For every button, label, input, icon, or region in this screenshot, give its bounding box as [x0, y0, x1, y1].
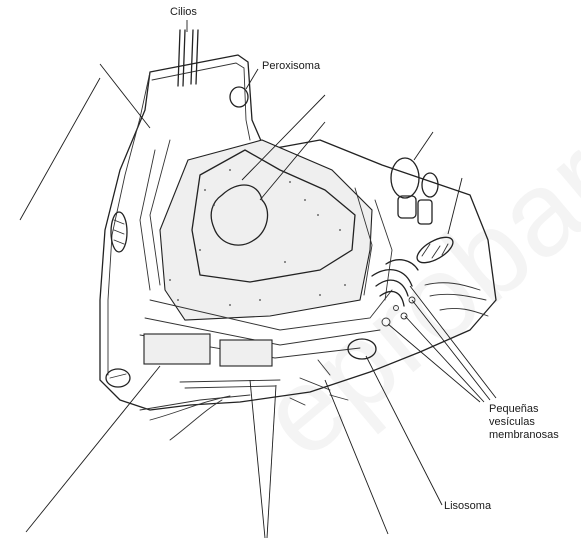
mitochondrion-bottom-left — [106, 369, 130, 387]
leader-bottom-left — [26, 366, 160, 532]
mitochondrion-right — [413, 232, 457, 268]
label-pequenas-line1: Pequeñas — [489, 403, 559, 416]
er-block — [144, 334, 210, 364]
label-pequenas-line3: membranosas — [489, 429, 559, 442]
label-pequenas-line2: vesículas — [489, 416, 559, 429]
leader-centriole — [414, 132, 433, 160]
er-block — [220, 340, 272, 366]
leader-vesicles-2 — [405, 316, 484, 402]
leader-filament-2 — [267, 385, 276, 538]
leader-vesicles-4 — [410, 286, 496, 398]
leader-filament-1 — [250, 380, 265, 538]
leader-ribosome — [325, 380, 388, 534]
label-lisosoma: Lisosoma — [444, 500, 491, 513]
leader-cell-membrane — [100, 64, 150, 128]
label-pequenas-vesiculas: Pequeñas vesículas membranosas — [489, 403, 559, 442]
mitochondrion-left — [111, 212, 127, 252]
centrioles — [391, 158, 438, 224]
label-cilios: Cilios — [170, 6, 197, 19]
label-peroxisoma: Peroxisoma — [262, 60, 320, 73]
leader-lisosoma — [366, 356, 442, 505]
leader-left-er — [20, 78, 100, 220]
microfilaments — [140, 360, 348, 440]
leader-peroxisoma — [246, 69, 258, 89]
leader-vesicles-1 — [388, 324, 480, 402]
cell-membrane-inner — [152, 63, 250, 140]
leader-mitochondrion — [448, 178, 462, 234]
golgi-apparatus — [372, 260, 418, 306]
cilia — [178, 30, 198, 86]
smooth-er — [425, 283, 488, 316]
